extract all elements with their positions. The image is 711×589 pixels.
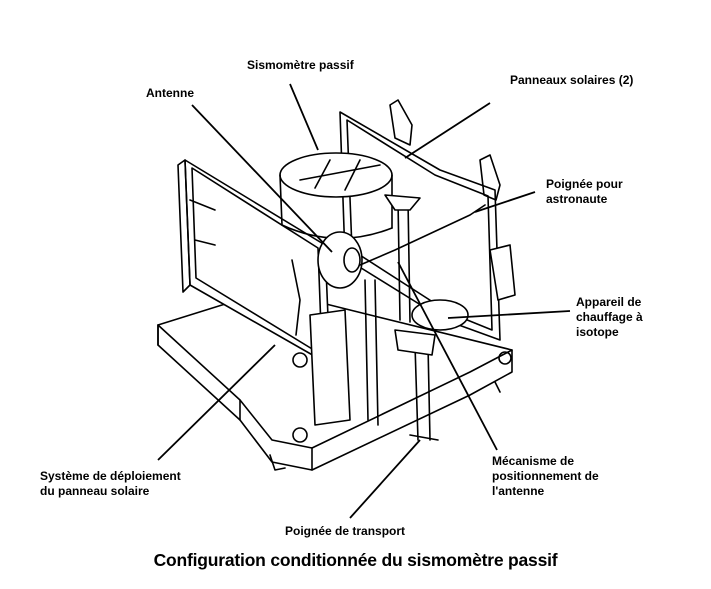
leader-deploiement	[157, 344, 276, 461]
leader-panneaux	[404, 102, 491, 159]
label-sismometre-passif: Sismomètre passif	[247, 58, 354, 72]
label-antenne: Antenne	[146, 86, 194, 100]
label-systeme-deploiement: Système de déploiement du panneau solair…	[40, 469, 181, 498]
diagram-caption: Configuration conditionnée du sismomètre…	[153, 550, 558, 570]
leader-appareil	[447, 310, 571, 319]
astronaut-handle	[359, 204, 486, 266]
label-poignee-transport: Poignée de transport	[285, 524, 406, 538]
isotope-heater	[411, 299, 469, 331]
leader-mecanisme	[397, 261, 498, 451]
leader-antenne	[191, 104, 333, 253]
leader-poignee-astronaute	[474, 191, 536, 213]
antenna-disc	[317, 231, 363, 289]
label-appareil-chauffage: Appareil de chauffage à isotope	[576, 295, 643, 339]
label-poignee-astronaute: Poignée pour astronaute	[546, 177, 623, 206]
label-mecanisme-antenne: Mécanisme de positionnement de l'antenne	[492, 454, 599, 498]
leader-poignee-transport	[349, 439, 421, 519]
label-panneaux-solaires: Panneaux solaires (2)	[510, 73, 634, 87]
leader-sismometre	[289, 83, 319, 151]
carry-handle	[409, 344, 439, 441]
seismometer-top	[279, 152, 393, 198]
